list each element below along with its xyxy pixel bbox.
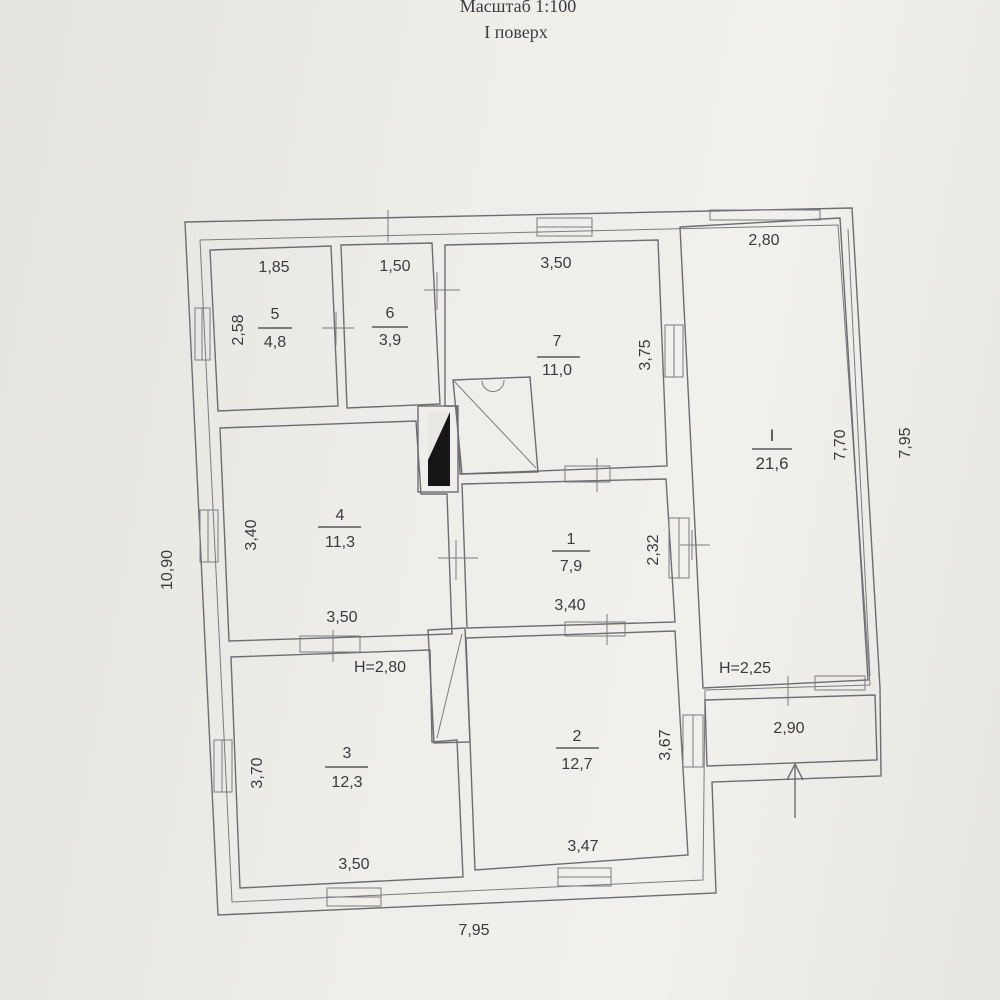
room-2-width: 3,47 bbox=[567, 838, 598, 855]
room-6-outline bbox=[340, 242, 441, 409]
room-1-height: 2,32 bbox=[645, 534, 662, 565]
room-3-number: 3 bbox=[343, 745, 352, 762]
stair-outline bbox=[427, 627, 471, 744]
room-7-width: 3,50 bbox=[540, 255, 571, 272]
room-4-height: 3,40 bbox=[243, 519, 260, 550]
porch-width: 2,90 bbox=[773, 720, 804, 737]
stair-diagonal bbox=[436, 633, 463, 739]
room-1-area: 7,9 bbox=[560, 558, 582, 575]
room-6-area: 3,9 bbox=[379, 332, 401, 349]
room-1-width: 3,40 bbox=[554, 597, 585, 614]
room-6-width: 1,50 bbox=[379, 258, 410, 275]
room-2-height: 3,67 bbox=[657, 729, 674, 760]
room-6-number: 6 bbox=[386, 305, 395, 322]
room-4-area: 11,3 bbox=[325, 534, 355, 551]
room-4-number: 4 bbox=[336, 507, 345, 524]
overall-height-left: 10,90 bbox=[159, 550, 176, 590]
scale-label: Масштаб 1:100 bbox=[459, 0, 577, 16]
chimney-notch bbox=[428, 412, 450, 460]
room-I-window-line bbox=[847, 228, 871, 677]
room-I-number: I bbox=[770, 426, 775, 445]
room-3-outline bbox=[230, 649, 464, 889]
room-I-area: 21,6 bbox=[755, 454, 788, 473]
overall-width-bottom: 7,95 bbox=[458, 922, 489, 939]
door-marks bbox=[322, 210, 789, 706]
windows bbox=[194, 209, 866, 907]
room-I-outline bbox=[679, 217, 869, 689]
room-5-number: 5 bbox=[271, 306, 280, 323]
room-7-area: 11,0 bbox=[542, 362, 572, 379]
room-I-height: 7,70 bbox=[832, 429, 849, 460]
area-fraction-bars bbox=[258, 326, 792, 768]
room-3-width: 3,50 bbox=[338, 856, 369, 873]
room-5-width: 1,85 bbox=[258, 259, 289, 276]
stove-outline bbox=[452, 376, 539, 475]
stove-diagonal bbox=[452, 379, 537, 469]
inner-wall-outline bbox=[199, 224, 871, 903]
room-3-area: 12,3 bbox=[331, 774, 362, 791]
room-3-height: 3,70 bbox=[249, 757, 266, 788]
overall-height-right: 7,95 bbox=[897, 427, 914, 458]
room-4-outline bbox=[219, 420, 453, 642]
room-I-width: 2,80 bbox=[748, 232, 779, 249]
room-I-ceiling-height: Н=2,25 bbox=[719, 660, 771, 677]
chimney-block bbox=[417, 405, 459, 493]
room-5-outline bbox=[209, 245, 339, 412]
room-4-width: 3,50 bbox=[326, 609, 357, 626]
room-7-number: 7 bbox=[553, 333, 562, 350]
floor-label: I поверх bbox=[484, 22, 548, 42]
room-5-area: 4,8 bbox=[264, 334, 286, 351]
room-7-height: 3,75 bbox=[637, 339, 654, 370]
entry-arrow-head bbox=[786, 762, 804, 781]
room-2-outline bbox=[465, 630, 689, 871]
room-1-outline bbox=[461, 478, 676, 629]
room-4-ceiling-height: Н=2,80 bbox=[354, 659, 406, 676]
porch-outline bbox=[704, 694, 878, 767]
room-2-area: 12,7 bbox=[561, 756, 592, 773]
room-2-number: 2 bbox=[573, 728, 582, 745]
stove-burner-icon bbox=[481, 379, 505, 392]
room-1-number: 1 bbox=[567, 531, 576, 548]
room-5-height: 2,58 bbox=[230, 314, 247, 345]
outer-wall-outline bbox=[184, 207, 882, 916]
